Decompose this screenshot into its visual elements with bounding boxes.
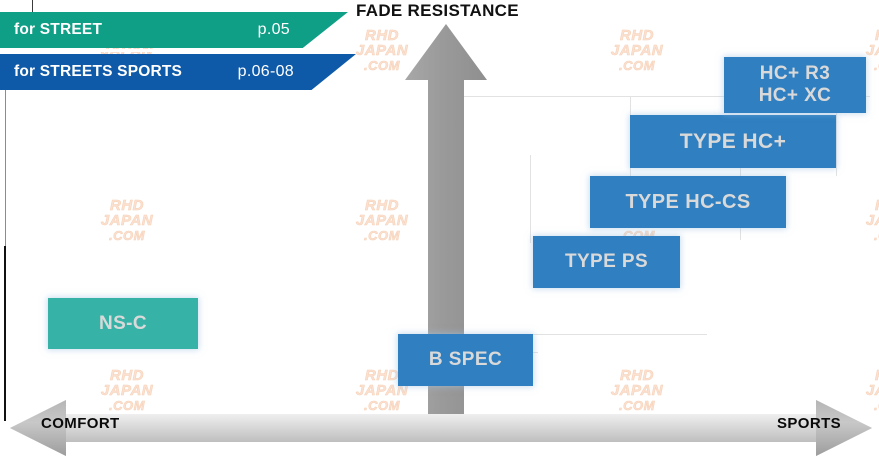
watermark-line-1: RHD [620, 27, 654, 44]
left-axis-rule-upper [5, 88, 6, 248]
watermark-line-1: RHD [365, 27, 399, 44]
watermark-line-1: RHD [620, 367, 654, 384]
watermark-line-2: JAPAN [865, 212, 879, 229]
legend-streets-sports-label: for STREETS SPORTS [14, 63, 183, 80]
left-axis-rule-lower [4, 246, 6, 421]
watermark-line-1: RHD [110, 367, 144, 384]
watermark-line-1: RHD [365, 367, 399, 384]
legend-divider [0, 49, 349, 52]
product-box-label: HC+ R3 HC+ XC [758, 63, 832, 106]
watermark-line-1: RHD [875, 27, 879, 44]
watermark-line-3: .COM [109, 228, 145, 244]
comfort-sports-arrow [10, 398, 872, 458]
watermark-line-2: JAPAN [610, 382, 664, 399]
watermark-line-1: RHD [875, 197, 879, 214]
axis-label-comfort: COMFORT [41, 415, 120, 432]
product-box-label: TYPE PS [564, 251, 649, 273]
product-box-type-hc-cs[interactable]: TYPE HC-CS [590, 176, 786, 228]
legend-item-streets-sports[interactable]: for STREETS SPORTS p.06-08 [0, 54, 356, 90]
product-box-type-ps[interactable]: TYPE PS [533, 236, 680, 288]
legend-street-page: p.05 [257, 21, 290, 38]
gridline-h-2 [487, 334, 707, 335]
fade-resistance-arrow [405, 24, 487, 422]
product-box-ns-c[interactable]: NS-C [48, 298, 198, 349]
watermark-line-3: .COM [874, 228, 879, 244]
product-box-type-hc[interactable]: TYPE HC+ [630, 115, 836, 168]
legend-item-street[interactable]: for STREET p.05 [0, 12, 348, 48]
legend-street-label: for STREET [14, 21, 103, 38]
gridline-h-1 [460, 96, 870, 97]
product-box-hc-r3-hc-xc[interactable]: HC+ R3 HC+ XC [724, 57, 866, 113]
product-box-label: TYPE HC-CS [625, 190, 751, 213]
product-box-label: NS-C [98, 312, 148, 334]
gridline-v-2 [530, 155, 531, 243]
axis-label-sports: SPORTS [777, 415, 842, 432]
top-tick-rule [32, 0, 33, 12]
watermark-line-3: .COM [619, 58, 655, 74]
vertical-axis-label: FADE RESISTANCE [356, 1, 519, 20]
watermark-line-1: RHD [875, 367, 879, 384]
product-box-label: TYPE HC+ [679, 129, 787, 153]
product-box-label: B SPEC [428, 349, 503, 371]
watermark-line-2: JAPAN [865, 382, 879, 399]
watermark-line-2: JAPAN [100, 382, 154, 399]
watermark-line-2: JAPAN [610, 42, 664, 59]
product-box-b-spec[interactable]: B SPEC [398, 334, 533, 386]
watermark-line-2: JAPAN [100, 212, 154, 229]
gridline-v-5 [836, 96, 837, 176]
watermark-line-1: RHD [365, 197, 399, 214]
watermark-line-1: RHD [110, 197, 144, 214]
legend-streets-sports-page: p.06-08 [237, 63, 294, 80]
watermark-line-2: JAPAN [865, 42, 879, 59]
